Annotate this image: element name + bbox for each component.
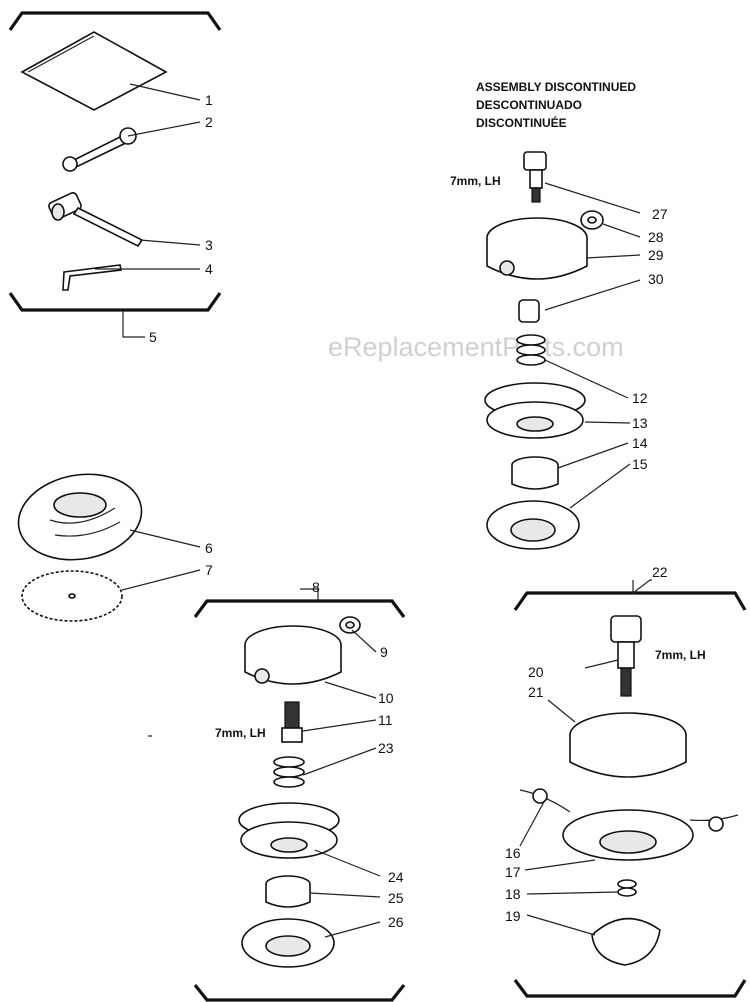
callout-2: 2 (205, 114, 213, 130)
callout-3: 3 (205, 237, 213, 253)
callout-30: 30 (648, 271, 664, 287)
callout-1: 1 (205, 92, 213, 108)
callout-22: 22 (652, 564, 668, 580)
hex-key-part (62, 264, 122, 291)
header-line-2: DESCONTINUADO (476, 98, 582, 112)
lower-right-assembly (519, 615, 739, 966)
header-line-3: DISCONTINUÉE (476, 115, 567, 130)
callout-24: 24 (388, 869, 404, 885)
manual-part (20, 31, 168, 111)
center-assembly (238, 616, 361, 968)
callout-11: 11 (378, 712, 393, 728)
callout-18: 18 (505, 886, 521, 902)
callout-19: 19 (505, 908, 521, 924)
blade-part-7 (21, 570, 123, 622)
callout-4: 4 (205, 261, 213, 277)
callout-29: 29 (648, 247, 664, 263)
leader-lines (95, 83, 641, 938)
callout-12: 12 (632, 390, 648, 406)
lower-right-bracket (513, 579, 747, 998)
callout-16: 16 (505, 845, 521, 861)
callout-27: 27 (652, 206, 668, 222)
callout-9: 9 (380, 644, 388, 660)
center-bracket (193, 588, 406, 1002)
upper-right-assembly (484, 151, 604, 550)
callout-5: 5 (149, 329, 157, 345)
callout-13: 13 (632, 415, 648, 431)
thread-label-lower-right: 7mm, LH (655, 648, 706, 662)
plug-wrench-part (48, 192, 144, 248)
callout-6: 6 (205, 540, 213, 556)
callout-20: 20 (528, 664, 544, 680)
blade-part-6 (17, 473, 143, 561)
thread-label-center: 7mm, LH (215, 726, 266, 740)
callout-28: 28 (648, 229, 664, 245)
callout-8: 8 (312, 579, 320, 595)
callout-15: 15 (632, 456, 648, 472)
callout-14: 14 (632, 435, 648, 451)
thread-label-upper-right: 7mm, LH (450, 174, 501, 188)
callout-25: 25 (388, 890, 404, 906)
callout-17: 17 (505, 864, 521, 880)
watermark: eReplacementParts.com (328, 332, 624, 362)
wrench-part (62, 127, 137, 172)
callout-7: 7 (205, 562, 213, 578)
header-line-1: ASSEMBLY DISCONTINUED (476, 80, 636, 94)
callout-23: 23 (378, 740, 394, 756)
callout-21: 21 (528, 684, 544, 700)
callout-10: 10 (378, 690, 394, 706)
callouts: 1 2 3 4 5 6 7 8 9 10 11 12 13 14 15 16 1… (149, 92, 668, 930)
kit-bracket (8, 11, 222, 338)
callout-26: 26 (388, 914, 404, 930)
